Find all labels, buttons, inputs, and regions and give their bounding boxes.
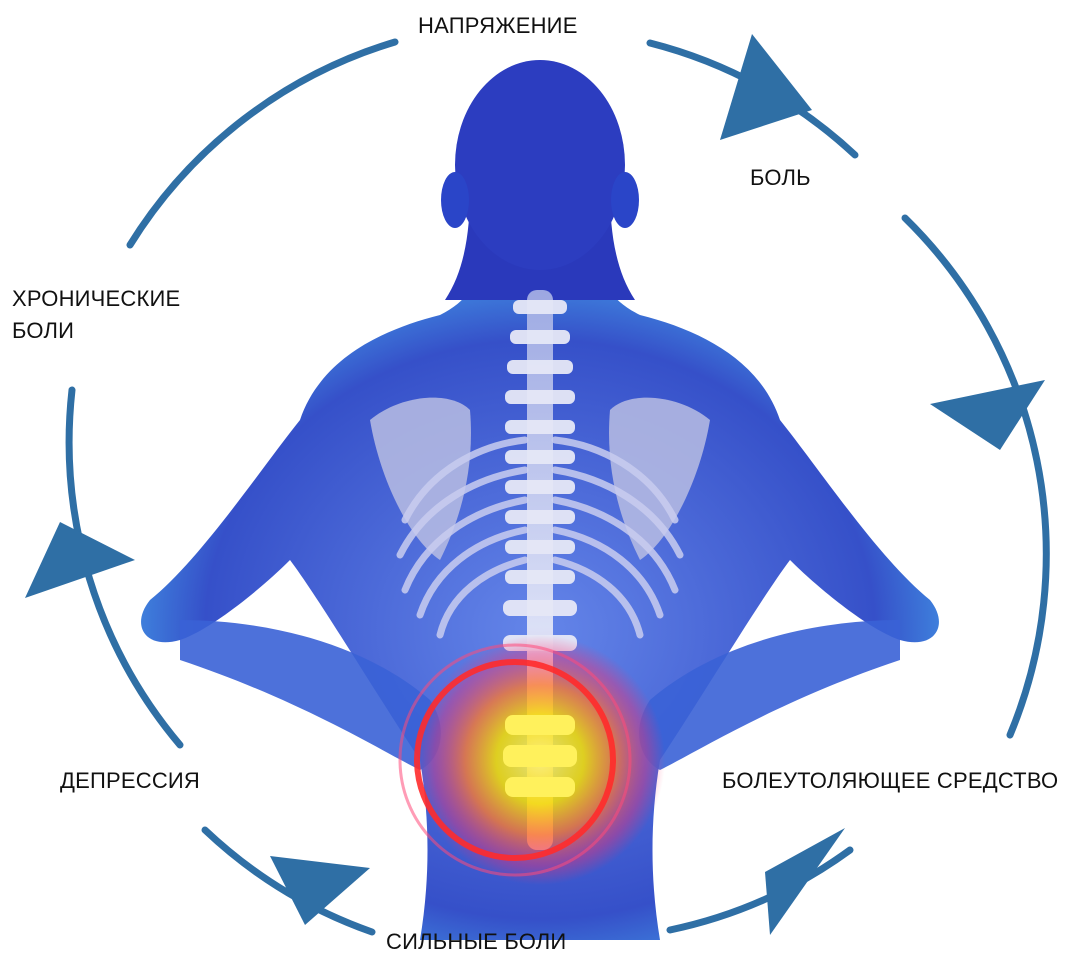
step-label-depression: ДЕПРЕССИЯ — [60, 765, 200, 797]
arc-analgesic-to-severe — [670, 850, 850, 930]
arc-chronic-to-tension — [130, 42, 395, 245]
step-label-tension: НАПРЯЖЕНИЕ — [418, 10, 578, 42]
right-ear — [611, 172, 639, 228]
step-label-severe-pain: СИЛЬНЫЕ БОЛИ — [386, 926, 566, 958]
arrow-icon — [720, 34, 812, 140]
step-label-pain: БОЛЬ — [750, 162, 811, 194]
lower-back-pain-icon — [400, 635, 665, 885]
arrow-icon — [765, 828, 845, 935]
arrow-icon — [25, 522, 135, 598]
step-label-chronic-pain: ХРОНИЧЕСКИЕ БОЛИ — [12, 283, 212, 347]
arc-pain-to-analgesic — [905, 218, 1046, 735]
left-ear — [441, 172, 469, 228]
step-label-analgesic: БОЛЕУТОЛЯЮЩЕЕ СРЕДСТВО — [722, 765, 1058, 797]
human-back-illustration — [141, 60, 939, 940]
head — [455, 60, 625, 270]
